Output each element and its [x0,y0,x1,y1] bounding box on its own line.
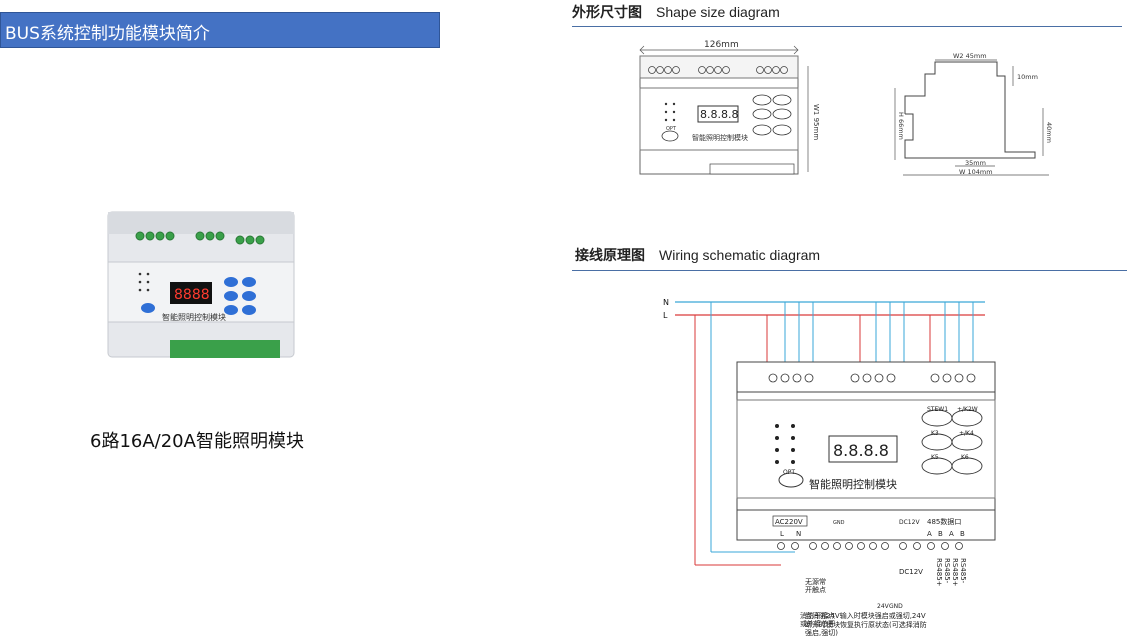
side-right-label: 40mm [1045,122,1053,143]
shape-title-en: Shape size diagram [656,4,780,20]
terminal-n-label: N [796,530,801,538]
terminal-485-label: 485数据口 [927,517,961,526]
wiring-title-cn: 接线原理图 [575,248,645,264]
wiring-diagram: N L 8.8.8.8 OPT 智能照明控制模块 STEW1 +/K2W K3 … [663,298,996,637]
rs485-label-4: RS485- [959,558,967,584]
front-display: 8.8.8.8 [700,108,738,121]
wiring-module-name: 智能照明控制模块 [809,477,897,491]
side-bottom-label: W 104mm [959,168,993,176]
terminal-b2: B [960,530,965,538]
button-label-4: +/K4 [959,430,974,437]
terminal-a2: A [949,530,954,538]
neutral-label: N [663,298,669,307]
dry-contact-note-box: 无源常 开触点 [805,578,826,594]
side-height-label: H 66mm [897,112,905,140]
terminal-b1: B [938,530,943,538]
button-label-2: +/K2W [957,406,978,413]
fire-note-box: 消防干接点 或外接总开 [800,612,835,628]
front-view-diagram: 126mm 8.8.8.8 OPT 智能照明控制模块 W1 95mm [639,40,820,175]
fire-note: 消防干接点 或外接总开 [800,612,835,628]
terminal-ac-label: AC220V [775,518,803,526]
section-title-bar: BUS系统控制功能模块简介 [0,12,440,48]
button-label-1: STEW1 [927,406,948,413]
terminal-l-label: L [780,530,784,538]
front-height-label: W1 95mm [812,104,820,140]
button-label-6: K6 [961,454,969,461]
section-title: BUS系统控制功能模块简介 [5,24,210,44]
terminal-a1: A [927,530,932,538]
shape-section-heading: 外形尺寸图 Shape size diagram [572,2,780,22]
side-rail-label: 35mm [965,159,986,167]
dc12v-note: DC12V [899,568,923,576]
wiring-display: 8.8.8.8 [833,441,889,460]
button-label-5: K5 [931,454,939,461]
button-label-3: K3 [931,430,939,437]
wiring-opt-label: OPT [783,469,795,476]
side-view-diagram: W2 45mm 10mm H 66mm 40mm 35mm W 104mm [894,52,1053,176]
bottom-note: 当消防24V输入时模块强启或强切,24V 断开时模块恢复执行原状态(可选择消防 … [805,612,927,637]
front-width-label: 126mm [704,40,739,50]
product-caption: 6路16A/20A智能照明模块 [90,431,304,452]
v24-label: 24V [877,603,890,610]
front-opt-label: OPT [666,126,677,132]
bottom-note-box: 当消防24V输入时模块强启或强切,24V 断开时模块恢复执行原状态(可选择消防 … [805,612,927,637]
product-photo: 8888 智能照明控制模块 [107,211,295,358]
line-label: L [663,311,668,320]
svg-text:8888: 8888 [174,287,210,303]
rs485-label-1: RS485+ [935,558,943,587]
wiring-title-en: Wiring schematic diagram [659,247,821,263]
terminal-gnd-label: GND [833,520,845,526]
shape-title-cn: 外形尺寸图 [572,5,642,21]
terminal-dc-label: DC12V [899,519,920,526]
dry-contact-note: 无源常 开触点 [805,578,826,594]
rs485-label-2: RS485- [943,558,951,584]
wiring-section-heading: 接线原理图 Wiring schematic diagram [575,245,820,265]
shape-section-rule [572,26,1122,27]
gnd-label: GND [889,603,903,610]
side-top-label: W2 45mm [953,52,987,60]
front-module-name: 智能照明控制模块 [692,133,748,142]
photo-module-label: 智能照明控制模块 [162,312,226,322]
wiring-section-rule [572,270,1127,271]
rs485-label-3: RS485+ [951,558,959,587]
side-step-label: 10mm [1017,73,1038,81]
